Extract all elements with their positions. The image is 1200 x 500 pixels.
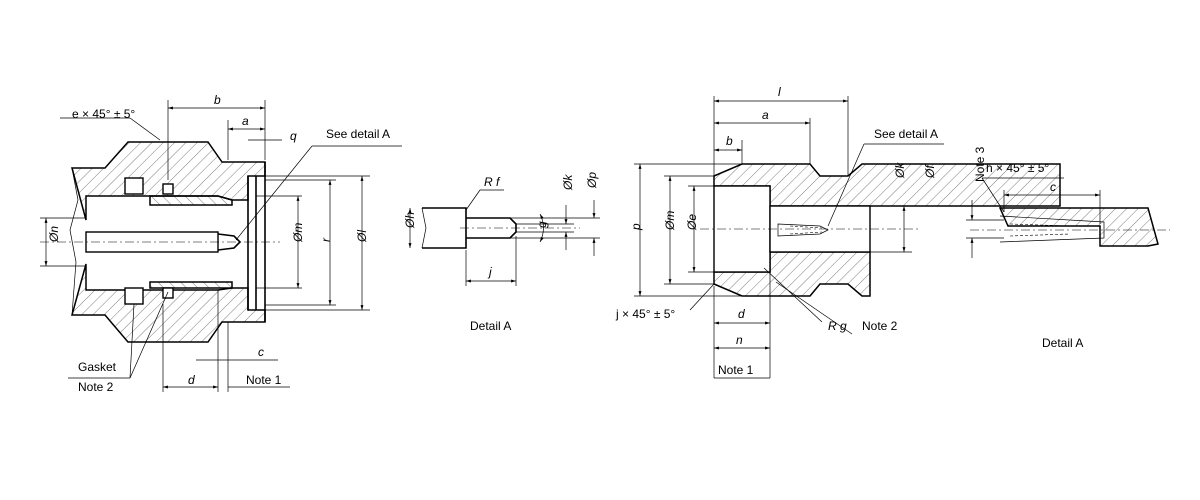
label-note2-left: Note 2	[78, 380, 114, 394]
leader-detail-right	[827, 143, 865, 227]
label-p: Øp	[585, 172, 599, 189]
label-c2: c	[1050, 180, 1056, 194]
leader-detail	[235, 145, 313, 241]
label-b2: b	[726, 134, 733, 148]
pin-body	[422, 207, 467, 249]
label-l2: l	[778, 85, 781, 99]
leader-chamfer-detail	[981, 177, 1005, 213]
dim-g	[539, 213, 544, 243]
label-note1-left: Note 1	[246, 373, 282, 387]
label-r: r	[319, 237, 333, 242]
detail-a-pin: R f Øh Øk Øp g j Detail A	[403, 172, 600, 333]
label-d: d	[188, 373, 195, 387]
label-b: b	[214, 93, 221, 107]
label-m: Øm	[291, 223, 305, 243]
socket-detail-bore	[999, 215, 1105, 243]
label-h: Øh	[403, 212, 417, 229]
leader-chamfer-right	[689, 283, 715, 311]
socket-detail-body	[998, 207, 1159, 247]
gasket-leader	[129, 303, 135, 379]
label-e: Øe	[685, 214, 699, 231]
label-c: c	[258, 345, 264, 359]
gasket-lower	[124, 287, 144, 305]
inner-upper	[149, 195, 233, 206]
label-gasket: Gasket	[78, 360, 117, 374]
label-a: a	[242, 114, 249, 128]
label-note2-right: Note 2	[862, 319, 898, 333]
pin-break	[421, 207, 427, 249]
leader-rg	[763, 267, 823, 323]
socket-detail-slots	[1009, 223, 1071, 237]
label-n: Øn	[47, 226, 61, 243]
label-k: Øk	[561, 174, 575, 191]
leader-chamfer	[129, 117, 161, 141]
label-n2: n	[736, 333, 743, 347]
label-note1-right: Note 1	[718, 363, 754, 377]
note2-leader	[129, 291, 169, 379]
label-rg: R g	[828, 319, 847, 333]
label-d2: d	[738, 307, 745, 321]
label-see-detail-left: See detail A	[326, 127, 390, 141]
label-k2: Øk	[893, 162, 907, 179]
label-see-detail-right: See detail A	[874, 127, 938, 141]
inner-lower	[149, 281, 233, 289]
socket-contact	[777, 223, 829, 237]
label-chamfer: e × 45° ± 5°	[72, 107, 135, 121]
label-rf: R f	[484, 175, 501, 189]
socket-slots	[789, 225, 823, 235]
label-j: j	[487, 265, 492, 279]
connector-section-left: e × 45° ± 5° b a q See detail A Øn Øm r …	[40, 93, 402, 394]
label-m2: Øm	[663, 211, 677, 231]
label-a2: a	[762, 108, 769, 122]
label-note3: Note 3	[973, 146, 987, 182]
ring-lower	[162, 287, 174, 299]
detail-a-socket: Note 3 h × 45° ± 5° c Detail A	[966, 146, 1170, 350]
body-upper	[71, 141, 266, 221]
label-q: q	[290, 129, 297, 143]
label-chamfer-right: j × 45° ± 5°	[615, 307, 675, 321]
label-g: g	[535, 221, 549, 228]
leader-note2-right	[775, 281, 853, 335]
ring-upper	[162, 183, 174, 195]
break-line	[69, 167, 79, 316]
label-l: Øl	[355, 230, 369, 243]
body-lower	[71, 263, 266, 343]
label-chamfer-detail: h × 45° ± 5°	[986, 161, 1049, 175]
label-detail-a-2: Detail A	[1042, 336, 1083, 350]
connector-section-right: l a b See detail A p Øm Øe Øk Øf j × 45°…	[615, 85, 1061, 379]
gasket-upper	[124, 177, 144, 195]
label-detail-a-1: Detail A	[470, 319, 511, 333]
leader-rf	[465, 189, 481, 211]
label-f: Øf	[923, 164, 937, 179]
label-p2: p	[629, 223, 643, 231]
